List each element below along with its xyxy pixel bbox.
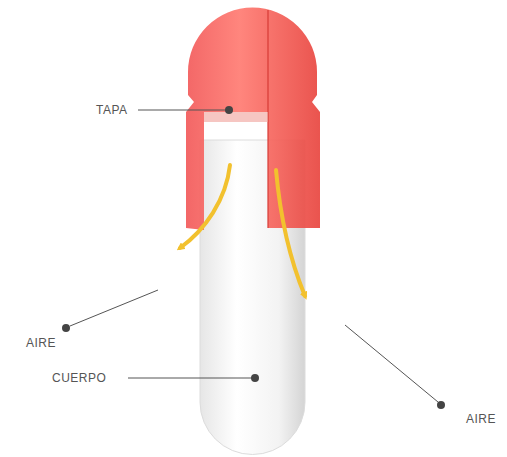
part-label: AIRE	[26, 336, 56, 350]
leader-dot	[251, 374, 259, 382]
leader-line	[70, 290, 158, 326]
part-label: TAPA	[96, 103, 128, 117]
leader-dot	[225, 106, 233, 114]
leader-dot	[62, 324, 70, 332]
leader-line	[345, 325, 438, 402]
leader-dot	[437, 401, 445, 409]
air-arrow	[180, 165, 230, 248]
cap-cut-inner	[204, 112, 268, 122]
part-label: AIRE	[466, 412, 496, 426]
leader-line	[128, 378, 252, 379]
capsule-cap	[186, 8, 320, 231]
air-arrow	[276, 170, 305, 296]
leader-line	[138, 110, 226, 111]
part-label: CUERPO	[52, 371, 106, 385]
